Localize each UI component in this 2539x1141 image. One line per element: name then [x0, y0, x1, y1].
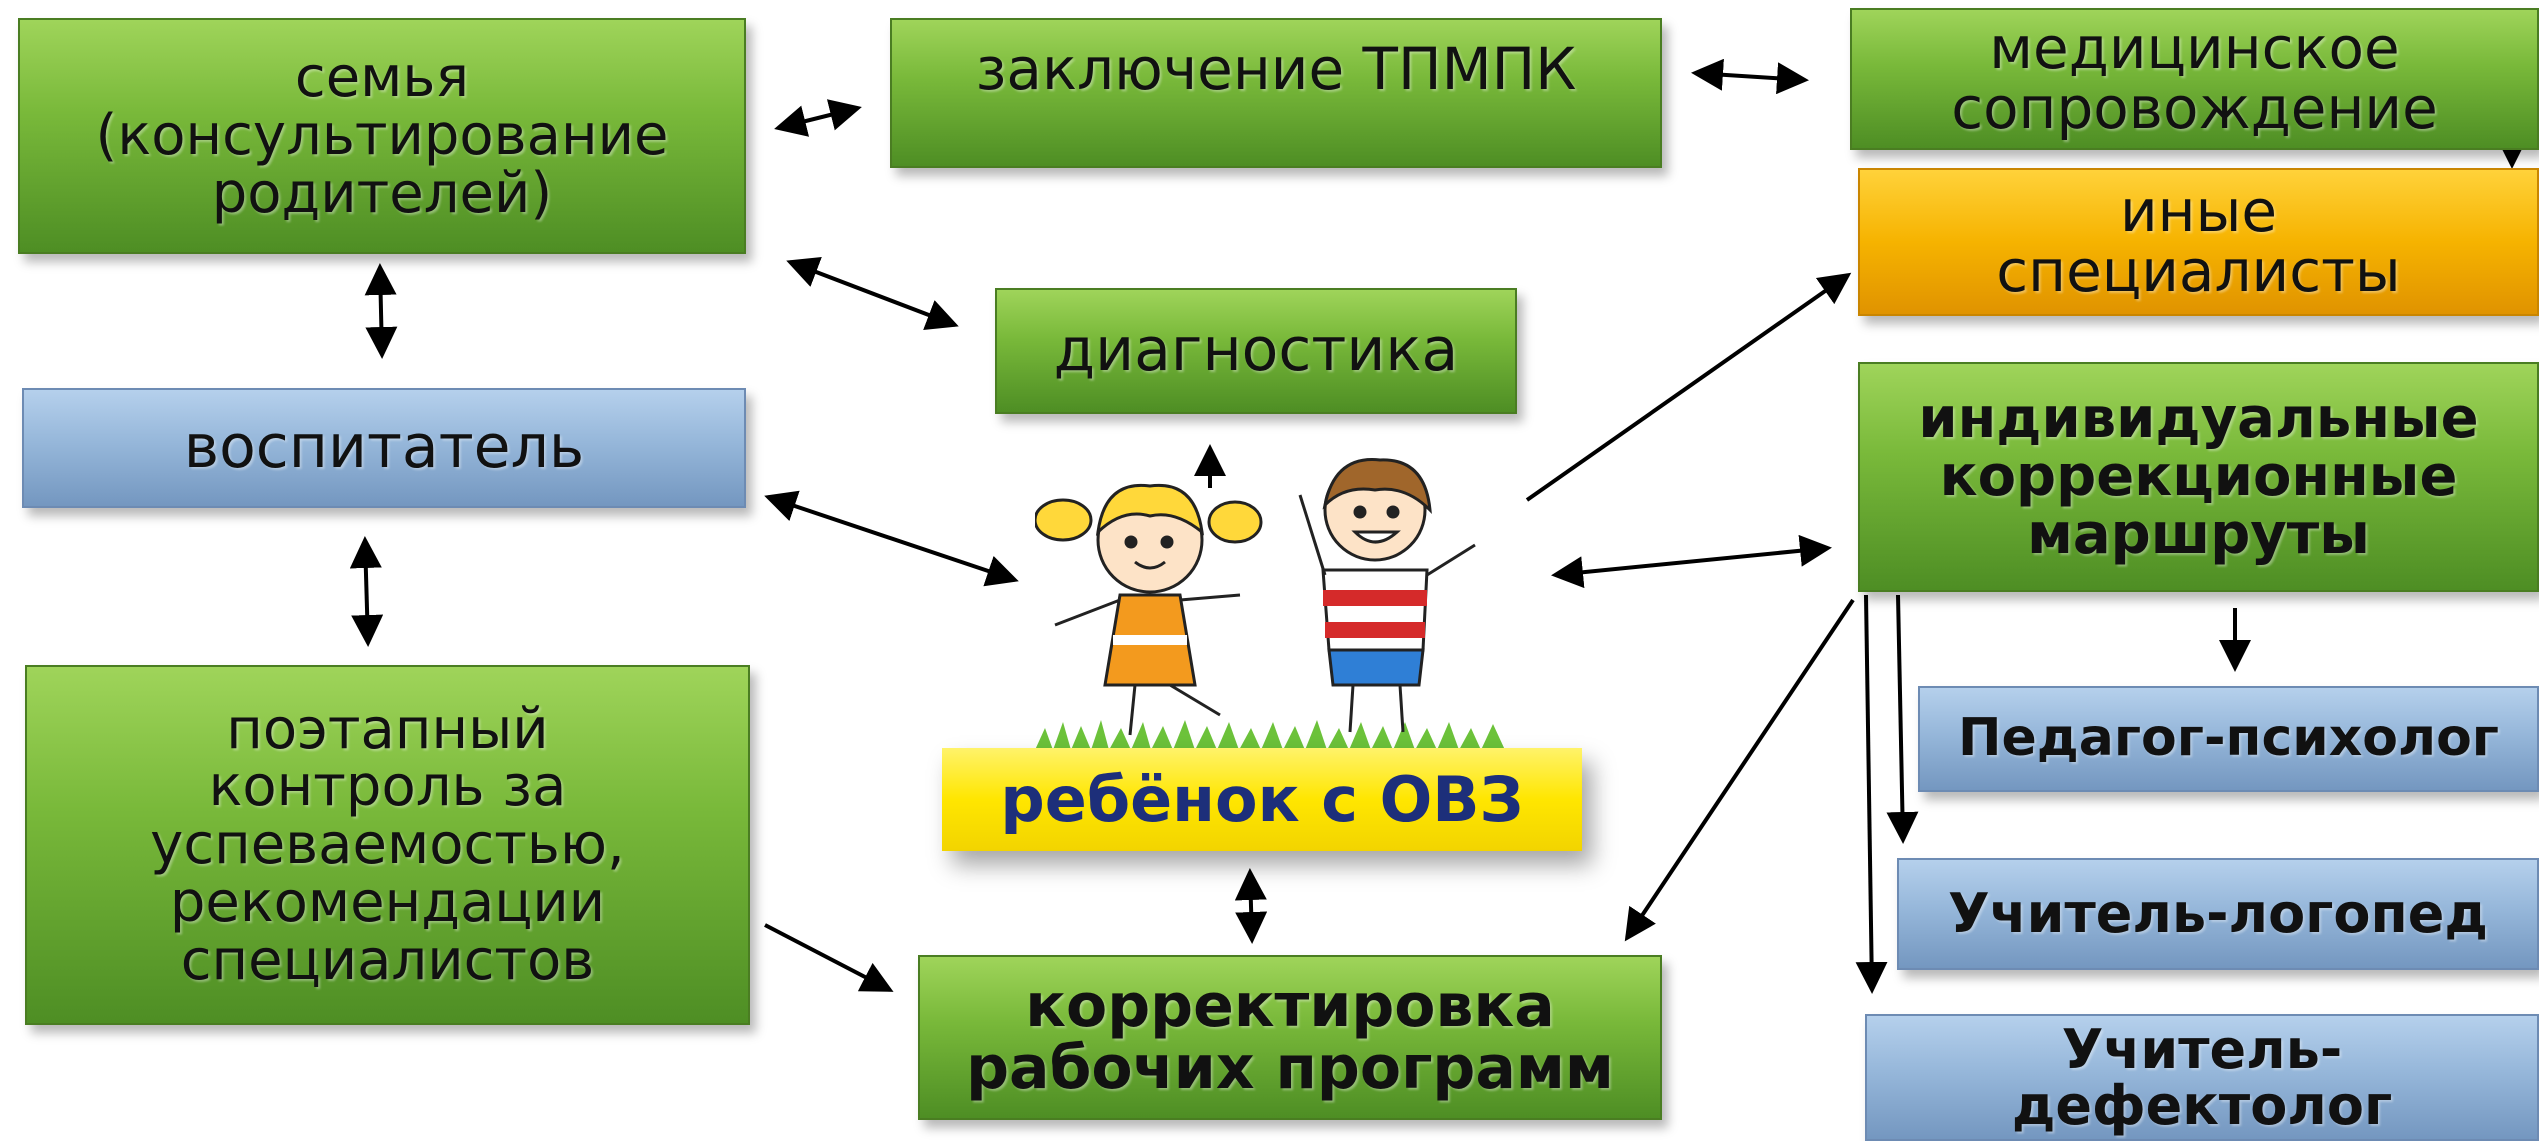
medical-box: медицинское сопровождение: [1850, 8, 2539, 150]
arrow-routes-programs: [1624, 598, 1855, 942]
arrow-family-tpmpk: [774, 99, 862, 137]
control-line-1: поэтапный: [226, 696, 549, 762]
diagnostics-box: диагностика: [995, 288, 1517, 414]
individual-routes-box: индивидуальные коррекционные маршруты: [1858, 362, 2539, 592]
child-label: ребёнок с ОВЗ: [942, 748, 1582, 851]
control-box: поэтапный контроль за успеваемостью, рек…: [25, 665, 750, 1025]
arrow-child-other: [1525, 272, 1852, 502]
defectologist-line-1: Учитель-: [2061, 1017, 2343, 1081]
control-line-2: контроль за: [208, 754, 567, 820]
family-line-3: родителей): [211, 160, 553, 226]
speech-therapist-label: Учитель-логопед: [1947, 882, 2489, 946]
arrow-family-educator: [364, 263, 398, 359]
family-line-2: (консультирование: [95, 103, 669, 169]
tpmpk-box: заключение ТПМПК: [890, 18, 1662, 168]
other-specialists-box: иные специалисты: [1858, 168, 2539, 316]
family-line-1: семья: [294, 45, 470, 111]
other-specialists-line-2: специалисты: [1996, 237, 2401, 305]
educator-label: воспитатель: [183, 412, 585, 483]
arrow-routes-defectologist: [1855, 594, 1888, 994]
individual-routes-line-1: индивидуальные: [1918, 386, 2479, 452]
child-label-text: ребёнок с ОВЗ: [1000, 763, 1524, 836]
control-line-5: специалистов: [180, 927, 595, 993]
family-box: семья (консультирование родителей): [18, 18, 746, 254]
arrow-tpmpk-medical: [1691, 58, 1809, 95]
individual-routes-line-2: коррекционные: [1939, 444, 2458, 510]
arrow-child-routes: [1551, 534, 1832, 589]
arrow-child-programs: [1234, 868, 1268, 944]
educator-box: воспитатель: [22, 388, 746, 508]
tpmpk-label: заключение ТПМПК: [975, 35, 1577, 103]
arrow-routes-speech: [1886, 594, 1919, 844]
arrow-control-programs: [764, 923, 894, 992]
programs-line-2: рабочих программ: [966, 1032, 1614, 1103]
arrow-family-diagnostics: [786, 257, 959, 330]
girl-icon: [1035, 483, 1263, 736]
programs-box: корректировка рабочих программ: [918, 955, 1662, 1120]
defectologist-box: Учитель- дефектолог: [1865, 1014, 2539, 1141]
programs-line-1: корректировка: [1025, 970, 1555, 1041]
control-line-3: успеваемостью,: [150, 812, 625, 878]
control-line-4: рекомендации: [169, 869, 606, 935]
diagnostics-label: диагностика: [1053, 315, 1459, 386]
medical-line-2: сопровождение: [1951, 74, 2438, 142]
psychologist-box: Педагог-психолог: [1918, 686, 2539, 792]
grass-icon: [1035, 720, 1505, 750]
children-illustration: [1035, 458, 1505, 750]
other-specialists-line-1: иные: [2119, 177, 2278, 246]
individual-routes-line-3: маршруты: [2027, 501, 2370, 567]
defectologist-line-2: дефектолог: [2011, 1073, 2393, 1137]
speech-therapist-box: Учитель-логопед: [1897, 858, 2539, 970]
arrow-educator-control: [349, 536, 384, 647]
arrow-educator-child: [764, 490, 1019, 587]
boy-icon: [1298, 458, 1476, 733]
medical-line-1: медицинское: [1989, 14, 2400, 83]
psychologist-label: Педагог-психолог: [1958, 708, 2499, 769]
